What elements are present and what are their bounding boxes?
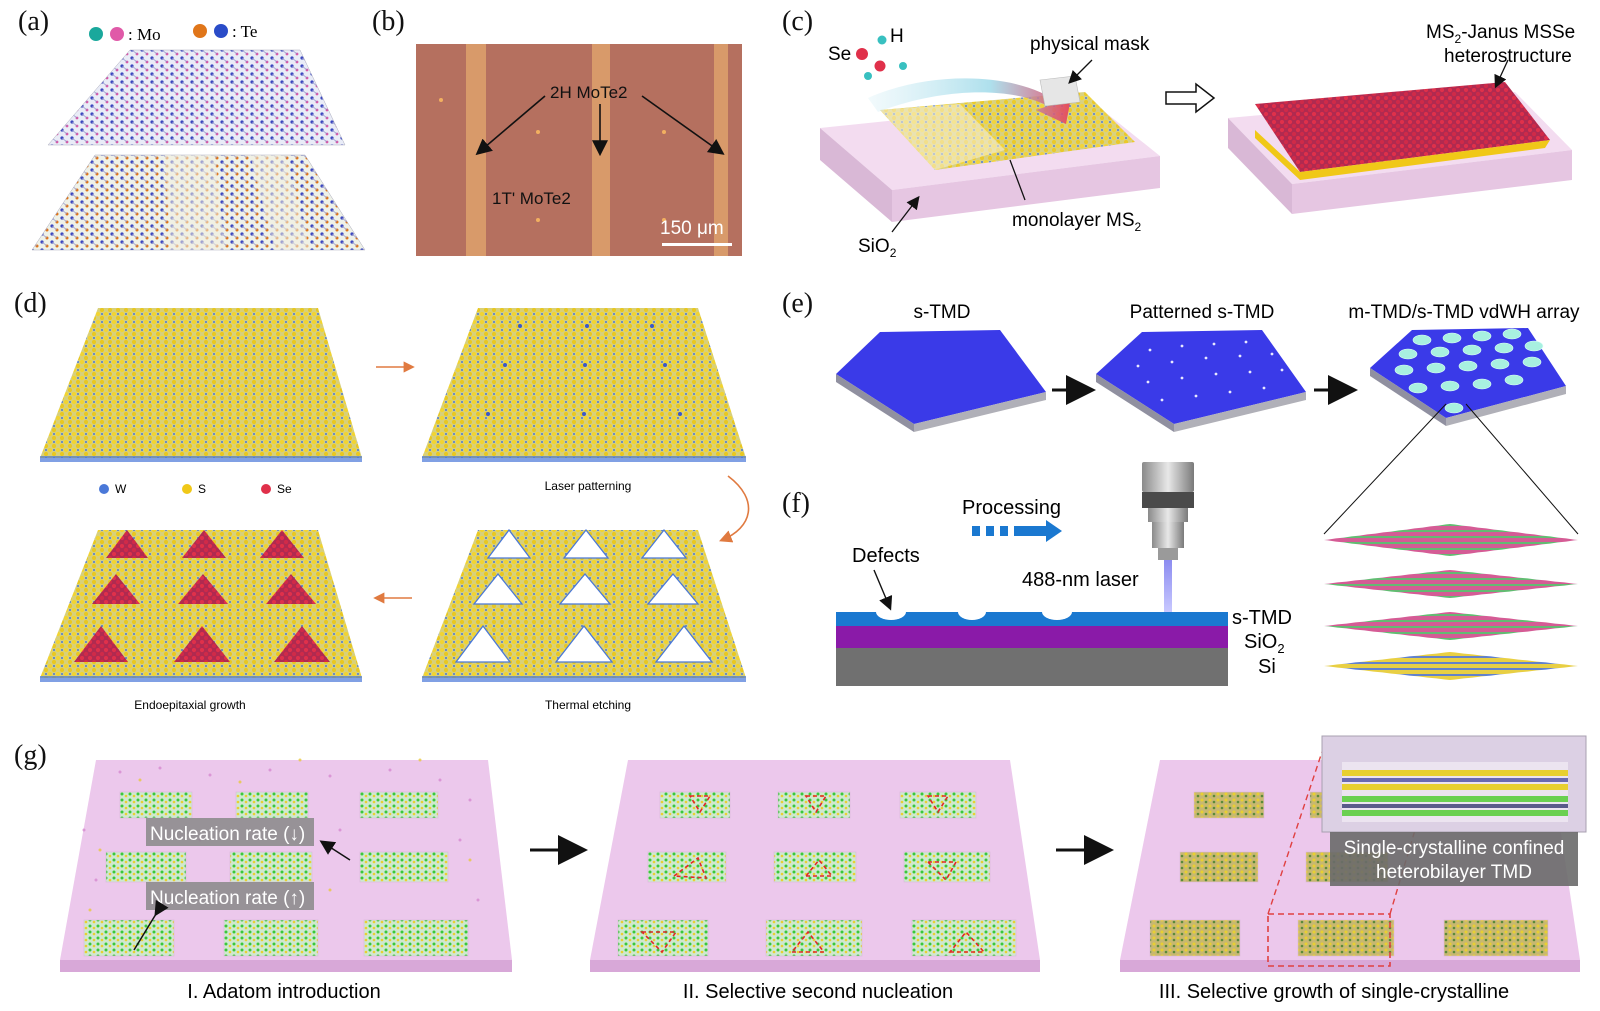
mo-pink-atom-icon — [110, 27, 124, 41]
panel-d: W S Se Laser patterning Thermal etching … — [40, 308, 750, 712]
laser-beam — [1164, 560, 1172, 612]
physical-mask-box — [1039, 75, 1081, 107]
panel-c: Se H physical mask monolayer MS2 SiO2 MS… — [820, 22, 1575, 260]
e-layer-2 — [1324, 570, 1578, 598]
panel-e: s-TMD Patterned s-TMD m-TMD/s-TMD vdWH a… — [836, 302, 1580, 680]
legend-te: : Te — [232, 22, 257, 41]
g-block-1: Nucleation rate (↓) Nucleation rate (↑) — [60, 758, 512, 972]
layer-sio2 — [836, 626, 1228, 648]
e-zoom-spot — [1444, 402, 1464, 414]
se-atom-icon — [856, 48, 868, 60]
scale-bar — [662, 243, 732, 246]
caption-etch: Thermal etching — [545, 698, 631, 712]
label-h: H — [890, 26, 904, 47]
g-inset — [1321, 735, 1587, 833]
panel-g: Nucleation rate (↓) Nucleation rate (↑) — [60, 735, 1587, 1003]
panel-label-f: (f) — [782, 488, 810, 519]
s-atom-icon — [182, 484, 192, 494]
panel-label-e: (e) — [782, 288, 814, 319]
legend-w: W — [115, 482, 127, 496]
scale-bar-label: 150 μm — [660, 218, 724, 239]
e-layer-4 — [1324, 652, 1578, 680]
label-janus-line1: MS2-Janus MSSe — [1426, 22, 1575, 46]
label-layer-tmd: s-TMD — [1232, 607, 1292, 629]
label-processing: Processing — [962, 497, 1061, 519]
w-atom-icon — [99, 484, 109, 494]
e-plate-patterned — [1096, 330, 1306, 424]
label-layer-si: Si — [1258, 656, 1276, 678]
label-physical-mask: physical mask — [1030, 34, 1150, 55]
gas-flow-arrow — [868, 78, 1072, 124]
panel-label-g: (g) — [14, 740, 47, 771]
layer-tmd — [836, 612, 1228, 626]
e-title-2: Patterned s-TMD — [1130, 302, 1275, 323]
g-step-2: II. Selective second nucleation — [683, 981, 953, 1003]
mo-teal-atom-icon — [89, 27, 103, 41]
te-blue-atom-icon — [214, 24, 228, 38]
g-step-3: III. Selective growth of single-crystall… — [1159, 981, 1509, 1003]
g-step-1: I. Adatom introduction — [187, 981, 380, 1003]
rate-up-box — [146, 882, 314, 910]
label-rate-down: Nucleation rate (↓) — [150, 824, 305, 845]
layer-si — [836, 648, 1228, 686]
processing-arrow — [972, 520, 1062, 542]
inset-caption-line1: Single-crystalline confined — [1344, 838, 1565, 859]
stripe-1 — [466, 44, 486, 256]
label-sio2: SiO2 — [858, 236, 897, 260]
e-layer-1 — [1324, 524, 1578, 556]
label-laser: 488-nm laser — [1022, 569, 1139, 591]
e-title-3: m-TMD/s-TMD vdWH array — [1348, 302, 1580, 323]
g-highlight-box — [1267, 913, 1391, 967]
d-sheet-pristine — [40, 308, 362, 458]
panel-label-a: (a) — [18, 6, 50, 37]
caption-laser: Laser patterning — [545, 479, 632, 493]
panel-label-d: (d) — [14, 288, 47, 319]
inset-caption-box — [1330, 832, 1578, 886]
legend-se-d: Se — [277, 482, 292, 496]
e-layer-3 — [1324, 612, 1578, 640]
label-janus-line2: heterostructure — [1444, 46, 1572, 67]
inset-caption-line2: heterobilayer TMD — [1376, 862, 1532, 883]
objective-lens — [1142, 462, 1194, 560]
se-legend-atom-icon — [261, 484, 271, 494]
e-title-1: s-TMD — [914, 302, 971, 323]
panel-label-b: (b) — [372, 6, 405, 37]
legend-s: S — [198, 482, 206, 496]
c-janus-lattice — [1255, 82, 1550, 172]
g-block-2 — [590, 760, 1040, 972]
rate-down-box — [146, 818, 314, 846]
label-1t: 1T' MoTe2 — [492, 189, 571, 208]
label-defects: Defects — [852, 545, 920, 567]
panel-f: Processing Defects 488-nm laser s-TMD Si… — [836, 462, 1292, 686]
g-block-3: Single-crystalline confined heterobilaye… — [1120, 735, 1587, 972]
e-plate-array — [1370, 328, 1566, 418]
panel-label-c: (c) — [782, 6, 814, 37]
label-monolayer: monolayer MS2 — [1012, 210, 1142, 234]
d-sheet-laser — [422, 308, 746, 458]
legend-mo: : Mo — [128, 25, 161, 44]
d-arrow-2 — [719, 475, 750, 543]
label-2h: 2H MoTe2 — [550, 83, 627, 102]
label-rate-up: Nucleation rate (↑) — [150, 888, 305, 909]
hollow-right-arrow — [1165, 82, 1216, 114]
a-top-sheet — [47, 49, 346, 146]
te-orange-atom-icon — [193, 24, 207, 38]
label-layer-sio2: SiO2 — [1244, 631, 1285, 656]
caption-growth: Endoepitaxial growth — [134, 698, 245, 712]
panel-b: 2H MoTe2 1T' MoTe2 150 μm — [416, 44, 742, 256]
e-plate-plain — [836, 330, 1046, 424]
stripe-2 — [592, 44, 610, 256]
panel-a: : Mo : Te — [31, 22, 366, 251]
label-se: Se — [828, 44, 851, 65]
